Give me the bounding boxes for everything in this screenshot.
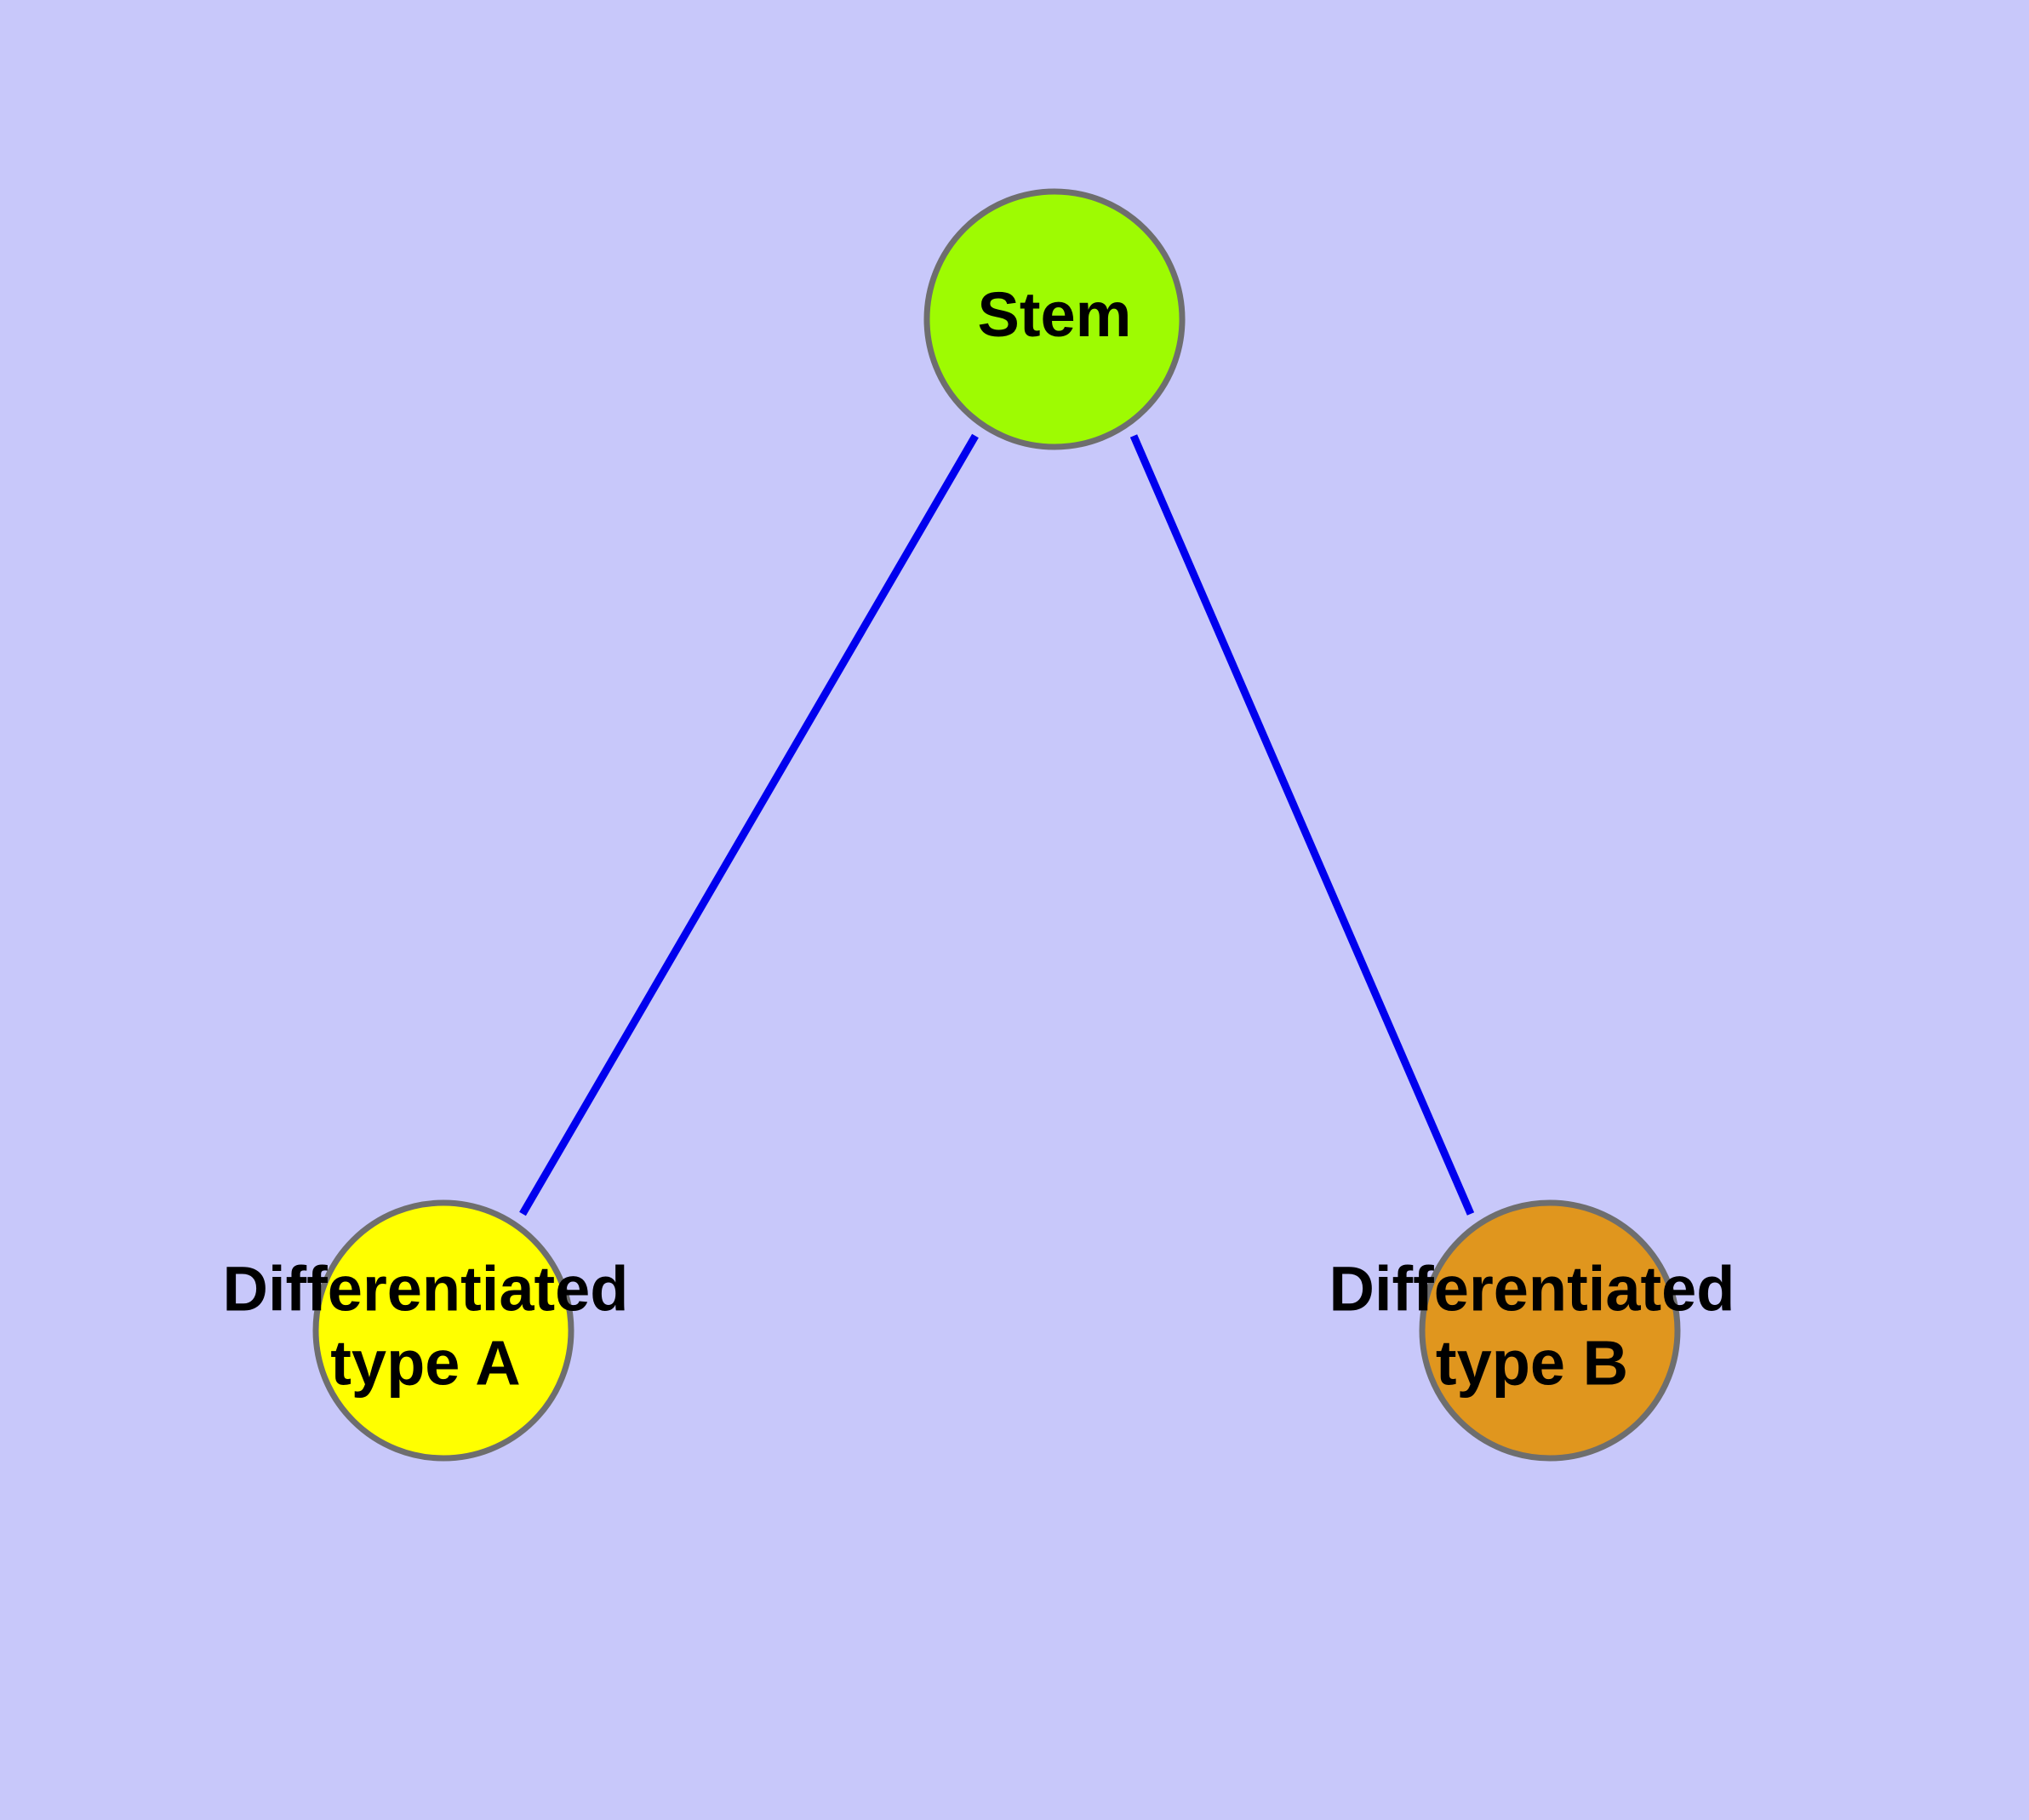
node-diff-a[interactable] (312, 1199, 574, 1462)
node-label-line: Differentiated (223, 1253, 629, 1324)
node-diff-b-circle[interactable] (1419, 1199, 1681, 1462)
node-stem-circle[interactable] (923, 188, 1186, 450)
node-label-line: Differentiated (1329, 1253, 1735, 1324)
node-stem[interactable] (923, 188, 1186, 450)
node-diff-b[interactable] (1419, 1199, 1681, 1462)
node-label-line: type A (330, 1327, 520, 1398)
edge-stem-to-diff-b[interactable] (1129, 434, 1475, 1216)
node-label-line: type B (1436, 1327, 1628, 1398)
node-diff-a-circle[interactable] (312, 1199, 574, 1462)
edge-stem-to-diff-a[interactable] (519, 433, 979, 1216)
edge-group (519, 433, 1475, 1216)
node-label-line: Stem (978, 279, 1132, 350)
node-stem-label: Stem (978, 279, 1132, 350)
